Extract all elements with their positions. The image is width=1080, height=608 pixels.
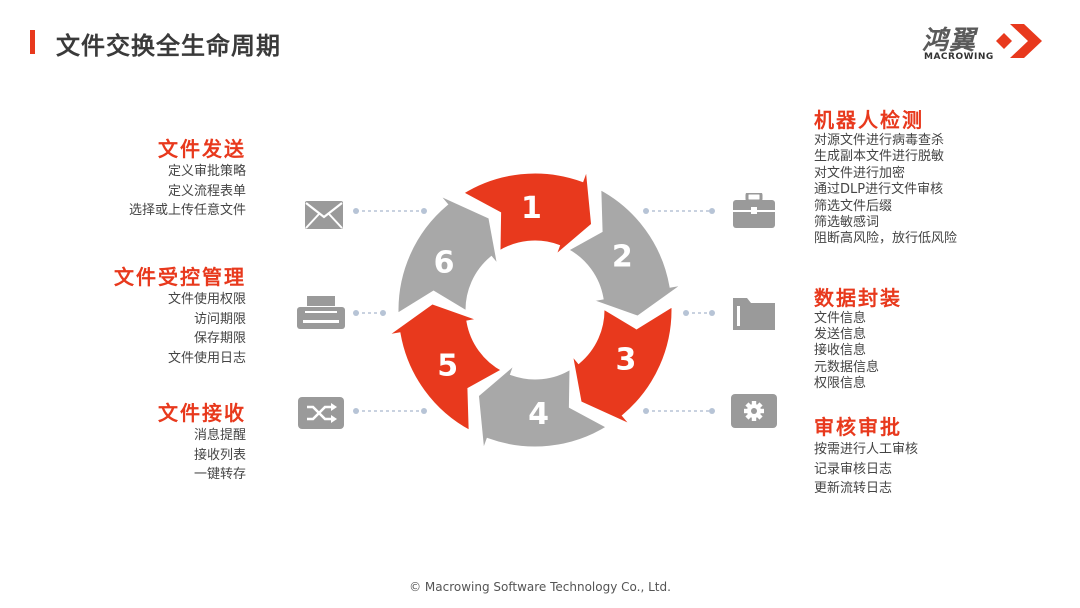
page-title: 文件交换全生命周期 bbox=[56, 32, 281, 60]
file-control-heading: 文件受控管理 bbox=[114, 265, 246, 289]
cycle-step-number: 5 bbox=[437, 349, 458, 384]
data-packaging-line: 文件信息 bbox=[814, 311, 867, 326]
cycle-arrows: 1 2 3 4 5 6 bbox=[384, 166, 686, 454]
audit-approval-line: 按需进行人工审核 bbox=[814, 442, 919, 457]
connector-dot bbox=[683, 310, 689, 316]
data-packaging-line: 权限信息 bbox=[814, 375, 867, 391]
robot-detection-line: 生成副本文件进行脱敏 bbox=[814, 149, 945, 165]
logo-chinese-text: 鸿翼 bbox=[922, 26, 977, 56]
connector-dot bbox=[643, 208, 649, 214]
envelope-icon bbox=[305, 201, 343, 229]
file-receive-line: 接收列表 bbox=[193, 447, 246, 463]
data-packaging-group: 数据封装 文件信息 发送信息 接收信息 元数据信息 权限信息 bbox=[814, 285, 1014, 392]
data-packaging-line: 接收信息 bbox=[814, 343, 867, 359]
connector-dot bbox=[353, 208, 359, 214]
cycle-step-number: 2 bbox=[612, 239, 633, 274]
data-packaging-line: 发送信息 bbox=[814, 327, 867, 343]
file-control-line: 文件使用日志 bbox=[167, 350, 246, 366]
logo-chevron-icon bbox=[996, 24, 1042, 58]
copyright-footer: © Macrowing Software Technology Co., Ltd… bbox=[409, 580, 671, 594]
connector-dot bbox=[380, 310, 386, 316]
file-send-line: 定义流程表单 bbox=[167, 183, 246, 199]
connector-dot bbox=[709, 208, 715, 214]
data-packaging-heading: 数据封装 bbox=[814, 286, 902, 310]
robot-detection-line: 筛选敏感词 bbox=[814, 215, 880, 231]
file-receive-line: 一键转存 bbox=[193, 467, 246, 482]
file-receive-heading: 文件接收 bbox=[158, 401, 246, 425]
connector-dot bbox=[421, 208, 427, 214]
cycle-arrow-step-4 bbox=[475, 357, 612, 454]
briefcase-icon bbox=[733, 193, 775, 228]
cycle-arrow-step-6 bbox=[395, 192, 502, 318]
file-control-line: 访问期限 bbox=[193, 311, 246, 327]
cycle-arrow-step-1 bbox=[458, 166, 595, 263]
cycle-step-number: 3 bbox=[616, 342, 637, 377]
connector-dot bbox=[643, 408, 649, 414]
robot-detection-line: 对源文件进行病毒查杀 bbox=[814, 133, 945, 148]
robot-detection-line: 通过DLP进行文件审核 bbox=[814, 182, 944, 198]
file-receive-group: 文件接收 消息提醒 接收列表 一键转存 bbox=[60, 400, 246, 485]
file-control-line: 保存期限 bbox=[193, 331, 246, 346]
file-send-heading: 文件发送 bbox=[158, 137, 246, 161]
connector-dot bbox=[353, 310, 359, 316]
logo-english-text: MACROWING bbox=[924, 52, 994, 62]
cycle-step-number: 6 bbox=[434, 246, 455, 281]
robot-detection-line: 阻断高风险，放行低风险 bbox=[814, 231, 958, 247]
printer-icon bbox=[297, 296, 345, 329]
title-accent-bar bbox=[30, 30, 35, 54]
data-packaging-line: 元数据信息 bbox=[814, 359, 880, 375]
macrowing-logo: 鸿翼 MACROWING bbox=[922, 20, 1052, 68]
cycle-arrow-step-5 bbox=[384, 301, 507, 435]
robot-detection-line: 筛选文件后缀 bbox=[814, 198, 893, 214]
cycle-arrow-step-2 bbox=[563, 185, 686, 319]
file-receive-line: 消息提醒 bbox=[193, 428, 246, 443]
robot-detection-group: 机器人检测 对源文件进行病毒查杀 生成副本文件进行脱敏 对文件进行加密 通过DL… bbox=[814, 107, 1054, 248]
connector-dot bbox=[709, 310, 715, 316]
connector-dot bbox=[421, 408, 427, 414]
file-send-line: 选择或上传任意文件 bbox=[128, 203, 246, 218]
cycle-step-number: 4 bbox=[528, 397, 549, 432]
audit-approval-line: 记录审核日志 bbox=[814, 461, 893, 477]
shuffle-icon bbox=[298, 397, 344, 429]
audit-approval-group: 审核审批 按需进行人工审核 记录审核日志 更新流转日志 bbox=[814, 414, 1014, 499]
connector-dot bbox=[709, 408, 715, 414]
robot-detection-heading: 机器人检测 bbox=[814, 108, 924, 132]
file-send-line: 定义审批策略 bbox=[167, 164, 246, 179]
robot-detection-line: 对文件进行加密 bbox=[814, 165, 906, 181]
file-control-line: 文件使用权限 bbox=[167, 292, 246, 307]
audit-approval-heading: 审核审批 bbox=[814, 415, 902, 439]
connector-lines bbox=[353, 208, 715, 414]
connector-dot bbox=[353, 408, 359, 414]
audit-approval-line: 更新流转日志 bbox=[814, 481, 893, 496]
cycle-step-number: 1 bbox=[521, 191, 542, 226]
file-control-group: 文件受控管理 文件使用权限 访问期限 保存期限 文件使用日志 bbox=[60, 264, 246, 368]
file-send-group: 文件发送 定义审批策略 定义流程表单 选择或上传任意文件 bbox=[60, 136, 246, 221]
gear-icon bbox=[731, 394, 777, 428]
cycle-arrow-step-3 bbox=[568, 302, 675, 428]
folder-icon bbox=[733, 298, 775, 330]
